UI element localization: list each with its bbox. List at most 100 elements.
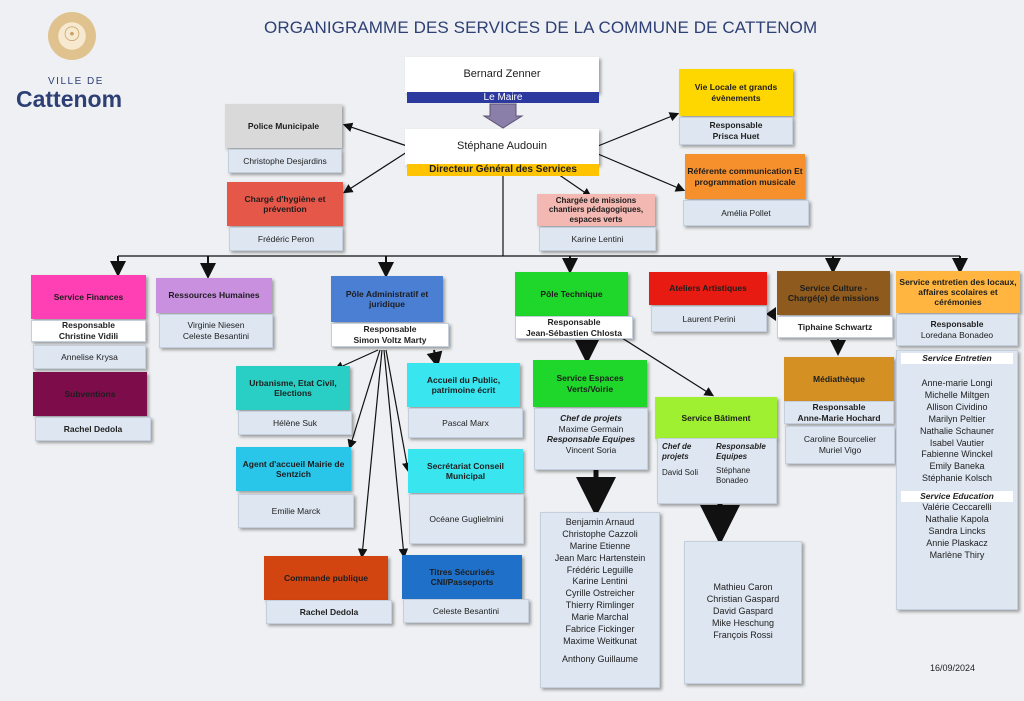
staff-member: Annie Plaskacz bbox=[926, 537, 988, 548]
connector bbox=[347, 349, 381, 450]
team-member: Marie Marchal bbox=[571, 612, 629, 622]
connector bbox=[426, 349, 443, 368]
espaces-verts-box: Service Espaces Verts/Voirie bbox=[533, 360, 647, 407]
accueil-public-person: Pascal Marx bbox=[408, 408, 523, 438]
date-label: 16/09/2024 bbox=[930, 663, 976, 673]
pole-tech-person: Jean-Sébastien Chlosta bbox=[526, 327, 622, 338]
rh-box: Ressources Humaines bbox=[156, 278, 272, 313]
secretariat-box: Secrétariat Conseil Municipal bbox=[408, 449, 523, 493]
cattenom-logo: ☉ VILLE DE Cattenom bbox=[14, 12, 136, 112]
team-member: Cyrille Ostreicher bbox=[565, 588, 635, 599]
communication-box: Référente communication Et programmation… bbox=[685, 154, 805, 199]
connector bbox=[333, 349, 379, 371]
batiment-box: Service Bâtiment bbox=[655, 397, 777, 439]
connector bbox=[597, 112, 680, 147]
staff-member: Nathalie Kapola bbox=[925, 514, 989, 525]
team-member: Mike Heschung bbox=[711, 617, 775, 628]
team-member: Anthony Guillaume bbox=[561, 653, 639, 664]
ev-chef-label: Chef de projets bbox=[560, 413, 622, 423]
vie-locale-person: Prisca Huet bbox=[712, 131, 760, 141]
communication-person: Amélia Pollet bbox=[683, 200, 809, 226]
agent-accueil-box: Agent d'accueil Mairie de Sentzich bbox=[236, 447, 351, 491]
maire-name: Bernard Zenner bbox=[463, 68, 541, 81]
education-service-label: Service Education bbox=[901, 491, 1013, 503]
connector bbox=[554, 171, 592, 198]
entretien-box: Service entretien des locaux, affaires s… bbox=[896, 271, 1020, 313]
finances-staff: Annelise Krysa bbox=[33, 345, 146, 369]
commande-box: Commande publique bbox=[264, 556, 388, 600]
bat-chef-label: Chef de projets bbox=[662, 442, 692, 461]
ateliers-box: Ateliers Artistiques bbox=[649, 272, 767, 305]
hygiene-box: Chargé d'hygiène et prévention bbox=[227, 182, 343, 226]
urbanisme-box: Urbanisme, Etat Civil, Elections bbox=[236, 366, 350, 410]
connector bbox=[766, 307, 776, 321]
secretariat-person: Océane Guglielmini bbox=[409, 494, 524, 544]
connector bbox=[342, 151, 408, 194]
pole-admin-person: Simon Voltz Marty bbox=[353, 335, 427, 345]
espaces-verts-sub: Chef de projets Maxime Germain Responsab… bbox=[534, 408, 648, 470]
finances-person: Christine Vidili bbox=[58, 331, 119, 341]
connector bbox=[597, 153, 686, 192]
staff-member: Isabel Vautier bbox=[929, 437, 985, 448]
dgs-box: Stéphane Audouin bbox=[405, 129, 599, 165]
team-member: Jean Marc Hartenstein bbox=[554, 552, 646, 563]
team-member: Benjamin Arnaud bbox=[565, 517, 635, 527]
rh-staff-1: Virginie Niesen bbox=[187, 320, 245, 331]
dgs-name: Stéphane Audouin bbox=[457, 140, 547, 153]
ev-resp: Vincent Soria bbox=[565, 444, 617, 455]
connector bbox=[342, 122, 408, 147]
staff-member: Allison Cividino bbox=[926, 401, 988, 412]
staff-member: Fabienne Winckel bbox=[921, 449, 993, 460]
finances-role: Responsable bbox=[62, 320, 115, 331]
mediatheque-person: Anne-Marie Hochard bbox=[797, 412, 881, 423]
mediatheque-box: Médiathèque bbox=[784, 357, 894, 401]
connector bbox=[357, 349, 383, 559]
hygiene-person: Frédéric Peron bbox=[229, 227, 343, 251]
titres-person: Celeste Besantini bbox=[403, 599, 529, 623]
finances-box: Service Finances bbox=[31, 275, 146, 319]
staff-member: Marlène Thiry bbox=[929, 549, 985, 560]
team-member: François Rossi bbox=[713, 629, 773, 640]
staff-member: Anne-marie Longi bbox=[921, 378, 993, 389]
logo-name: Cattenom bbox=[16, 86, 123, 112]
staff-member: Nathalie Schauner bbox=[919, 425, 995, 436]
connector bbox=[385, 349, 412, 473]
bat-resp-label: Responsable Equipes bbox=[716, 442, 766, 461]
rh-staff-2: Celeste Besantini bbox=[182, 331, 250, 341]
pole-tech-box: Pôle Technique bbox=[515, 272, 628, 316]
culture-box: Service Culture - Chargé(e) de missions bbox=[777, 271, 890, 315]
team-member: Fabrice Fickinger bbox=[565, 623, 635, 634]
commande-person: Rachel Dedola bbox=[266, 600, 392, 624]
page-title: ORGANIGRAMME DES SERVICES DE LA COMMUNE … bbox=[264, 18, 818, 37]
staff-member: Marilyn Peltier bbox=[928, 413, 986, 424]
maire-dgs-arrow bbox=[482, 103, 524, 129]
police-person: Christophe Desjardins bbox=[228, 149, 342, 173]
team-member: David Gaspard bbox=[712, 605, 774, 616]
ateliers-person: Laurent Perini bbox=[651, 306, 767, 332]
batiment-chef-col: Chef de projets David Soli bbox=[662, 442, 714, 478]
entretien-service-label: Service Entretien bbox=[901, 353, 1013, 365]
subventions-box: Subventions bbox=[33, 372, 147, 416]
police-box: Police Municipale bbox=[225, 104, 342, 148]
team-member: Mathieu Caron bbox=[713, 582, 773, 592]
team-member: Christophe Cazzoli bbox=[562, 528, 638, 539]
batiment-sub: Chef de projets David Soli Responsable E… bbox=[657, 438, 777, 504]
staff-member: Michelle Miltgen bbox=[924, 390, 990, 401]
logo-ville: VILLE DE bbox=[48, 76, 104, 87]
bat-resp: Stéphane Bonadeo bbox=[716, 466, 751, 485]
mediatheque-staff-1: Caroline Bourcelier bbox=[803, 434, 877, 445]
vie-locale-box: Vie Locale et grands évènements bbox=[679, 69, 793, 116]
team-member: Karine Lentini bbox=[572, 576, 628, 587]
vie-locale-role: Responsable bbox=[709, 120, 763, 131]
accueil-public-box: Accueil du Public, patrimoine écrit bbox=[407, 363, 520, 407]
staff-member: Stéphanie Kolsch bbox=[921, 473, 993, 484]
pole-admin-role: Responsable bbox=[363, 324, 417, 335]
entretien-person: Loredana Bonadeo bbox=[920, 330, 994, 340]
